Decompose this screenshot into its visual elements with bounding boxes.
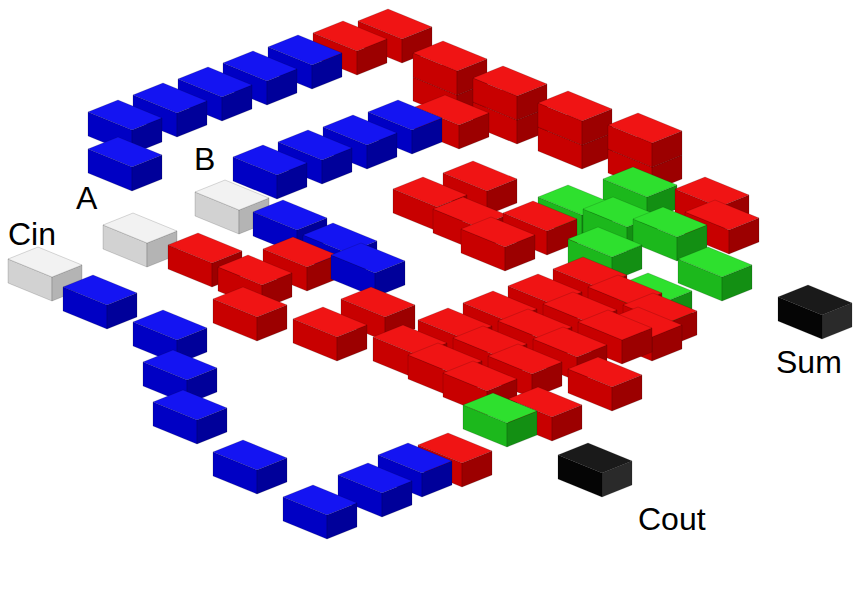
- block-face: [63, 275, 137, 305]
- block-face: [88, 137, 162, 167]
- block-face: [293, 307, 367, 337]
- block-face: [461, 217, 535, 247]
- block-face: [213, 287, 287, 317]
- block-face: [133, 83, 207, 113]
- block-face: [608, 113, 682, 143]
- block-face: [253, 200, 327, 230]
- block-face: [443, 161, 517, 191]
- block-face: [133, 310, 207, 340]
- block-face: [233, 145, 307, 175]
- signal-label: Cin: [8, 218, 56, 250]
- block-face: [558, 443, 632, 473]
- signal-label: A: [76, 182, 97, 214]
- block-face: [678, 247, 752, 277]
- block-face: [218, 255, 292, 285]
- block-face: [778, 285, 852, 315]
- block-face: [463, 393, 537, 423]
- block-face: [538, 91, 612, 121]
- block-face: [213, 440, 287, 470]
- block-face: [268, 35, 342, 65]
- block-face: [178, 67, 252, 97]
- signal-label: B: [194, 143, 215, 175]
- block-face: [8, 247, 82, 277]
- block-face: [338, 463, 412, 493]
- block-face: [195, 180, 269, 210]
- block-face: [473, 66, 547, 96]
- block-face: [263, 237, 337, 267]
- block-face: [488, 344, 562, 374]
- signal-label: Cout: [638, 503, 706, 535]
- block-face: [603, 167, 677, 197]
- block-face: [568, 227, 642, 257]
- block-face: [341, 287, 415, 317]
- block-face: [413, 41, 487, 71]
- block-face: [88, 100, 162, 130]
- block-face: [168, 233, 242, 263]
- block-face: [633, 207, 707, 237]
- block-face: [443, 361, 517, 391]
- block-face: [103, 213, 177, 243]
- block-face: [331, 243, 405, 273]
- block-face: [533, 327, 607, 357]
- block-face: [378, 443, 452, 473]
- block-face: [143, 350, 217, 380]
- block-face: [223, 51, 297, 81]
- block-face: [568, 357, 642, 387]
- block-face: [153, 390, 227, 420]
- block-face: [283, 485, 357, 515]
- block-face: [578, 310, 652, 340]
- signal-label: Sum: [776, 346, 842, 378]
